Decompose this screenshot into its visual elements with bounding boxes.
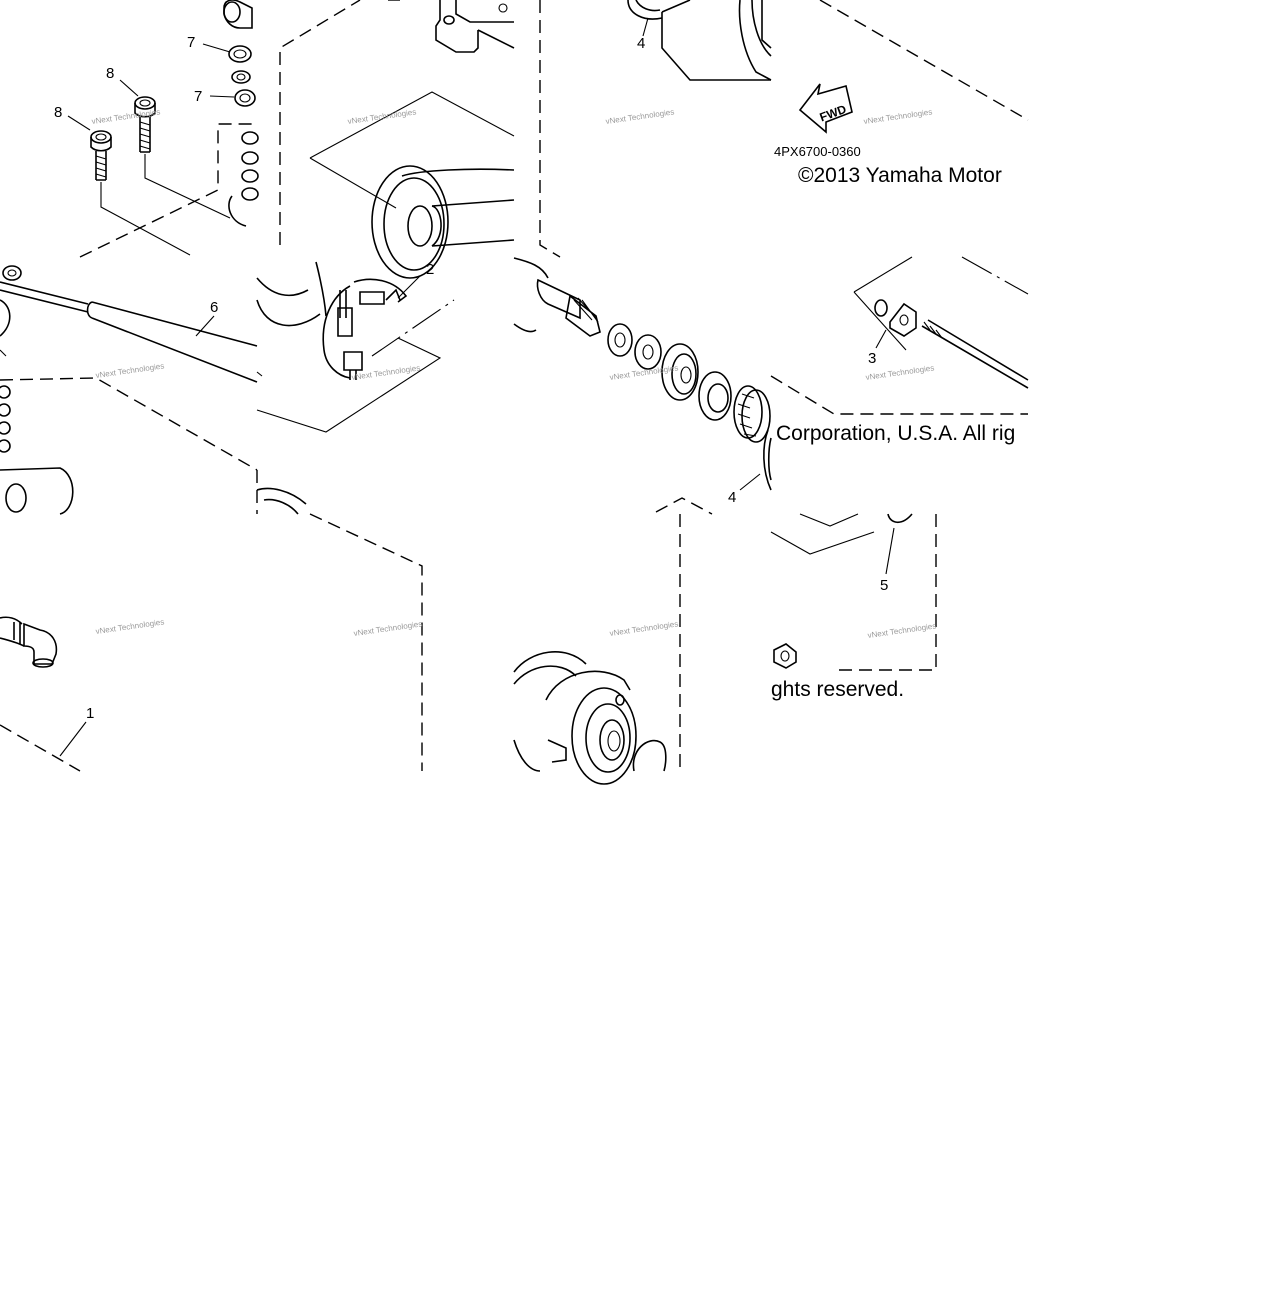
tile-rod [0,265,258,515]
tile-frame [256,470,423,771]
callouts: 7 7 8 8 4 4 2 6 3 5 1 [54,34,888,722]
o-ring-4-top [627,0,663,20]
callout-7-lower: 7 [194,88,202,105]
tile-fwd: FWD 4PX6700-0360 ©2013 Yamaha Motor [774,0,1029,187]
through-bolt [921,319,1029,389]
watermark: vNext Technologies [95,617,165,636]
callout-6: 6 [210,299,218,316]
fwd-label: FWD [818,102,849,125]
washer-a [607,323,633,357]
watermarks: vNext Technologies vNext Technologies vN… [91,107,937,640]
needle-bearing [733,385,771,443]
watermark: vNext Technologies [605,107,675,126]
bearing [698,371,732,421]
callout-5: 5 [880,577,888,594]
elbow-end [223,1,241,23]
callout-8-upper: 8 [106,65,114,82]
tile-bolts [67,0,259,258]
o-ring-5 [887,513,913,524]
watermark: vNext Technologies [609,363,679,382]
washer-7-upper [228,45,252,63]
callout-7-upper: 7 [187,34,195,51]
tile-housing [279,0,515,279]
o-ring-4 [763,429,772,491]
copyright-line-2: Corporation, U.S.A. All rig [776,422,1015,445]
armature-shaft [536,278,581,320]
front-cover [0,467,74,515]
nut-3 [889,302,917,337]
rear-cover [513,651,637,785]
bolt-8-upper [134,96,156,153]
nut [773,643,797,669]
washer-mid [231,70,251,84]
tile-rear-cover [513,497,713,785]
copyright-line-1: ©2013 Yamaha Motor [798,164,1002,187]
tile-oring-5: ghts reserved. [770,513,937,701]
bolt-8-lower [90,130,112,181]
callout-1: 1 [86,705,94,722]
watermark: vNext Technologies [95,361,165,380]
mount-bracket [435,0,479,53]
copyright-line-3: ghts reserved. [771,678,904,701]
brush-holder-2 [322,278,408,380]
o-ring-rear [632,739,667,772]
elbow-fitting-1 [13,622,58,668]
tile-long-bolt: Corporation, U.S.A. All rig [770,256,1029,445]
watermark: vNext Technologies [609,619,679,638]
watermark: vNext Technologies [867,621,937,640]
watermark: vNext Technologies [353,619,423,638]
callout-3: 3 [868,350,876,367]
o-ring-3 [874,299,888,317]
fwd-arrow-icon: FWD [798,83,853,134]
callout-8-lower: 8 [54,104,62,121]
watermark: vNext Technologies [347,107,417,126]
washer-7-lower [234,89,256,107]
tile-hose [0,616,87,772]
tile-brush-holder [256,261,455,433]
callout-2: 2 [426,261,434,278]
callout-4-upper: 4 [637,35,645,52]
watermark: vNext Technologies [863,107,933,126]
washer-b [634,334,662,370]
tile-yoke [539,0,772,258]
rod-6 [91,301,258,383]
callout-4-lower: 4 [728,489,736,506]
washer-c [661,343,699,401]
part-number: 4PX6700-0360 [774,144,861,159]
yoke-end-ring [371,165,449,279]
tile-shaft [513,257,772,491]
